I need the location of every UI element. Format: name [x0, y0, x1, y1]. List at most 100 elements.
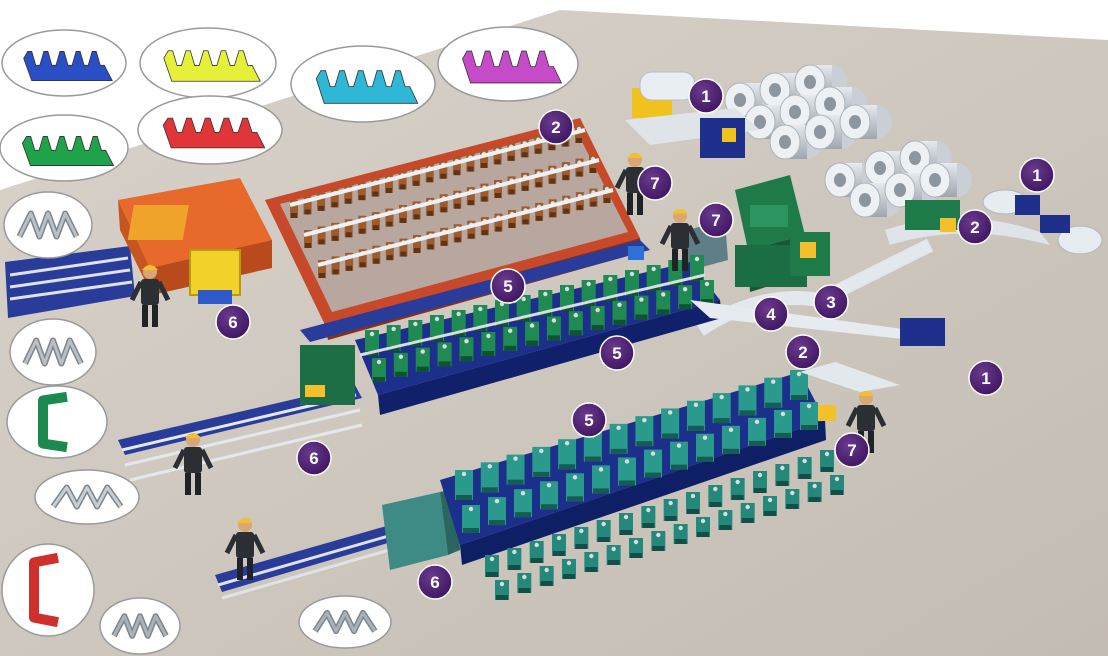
roller-stand: [480, 462, 499, 493]
roller-stand: [540, 481, 558, 510]
coil-storage: [724, 64, 972, 218]
roller-stand: [459, 337, 474, 362]
spare-roller-tooling: [619, 513, 633, 535]
roller-stand: [372, 358, 386, 382]
roller-stand: [646, 265, 661, 291]
roller-stand: [670, 441, 688, 470]
profile-thumbnail-cyan-deck-sheet: [290, 45, 436, 123]
roller-stand: [520, 139, 529, 158]
roller-stand: [774, 409, 792, 438]
roller-stand: [532, 446, 551, 477]
roller-stand: [548, 199, 557, 218]
profile-thumbnail-red-z-purlin: [1, 543, 95, 637]
roller-stand: [493, 146, 502, 165]
sheet-roll-forming-line-back: [5, 118, 650, 342]
step-marker-6: 6: [215, 304, 251, 340]
roller-stand: [603, 275, 618, 301]
spare-roller-tooling: [708, 485, 723, 507]
profile-thumbnail-steel-angle-profile: [99, 597, 181, 655]
spare-roller-tooling: [785, 489, 800, 509]
step-marker-5: 5: [599, 335, 635, 371]
roller-stand: [800, 402, 818, 430]
roller-stand: [644, 449, 662, 478]
spare-roller-tooling: [696, 517, 710, 537]
step-marker-label: 2: [551, 118, 560, 137]
operator-figure: [129, 265, 171, 327]
roller-stand: [635, 416, 654, 447]
operator-figure: [172, 433, 214, 495]
operator-figure: [224, 518, 266, 580]
profile-thumbnail-steel-omega-profile: [3, 191, 93, 259]
decoiler-top: [625, 71, 760, 158]
spare-roller-tooling: [539, 566, 554, 586]
roller-stand: [656, 290, 671, 315]
step-marker-label: 2: [970, 218, 979, 237]
step-marker-label: 5: [584, 411, 593, 430]
roller-stand: [534, 169, 543, 188]
step-marker-label: 7: [711, 211, 720, 230]
roller-stand: [488, 497, 506, 526]
roller-stand: [508, 210, 516, 228]
roller-stand: [494, 213, 503, 232]
profile-thumbnail-blue-corrugated-sheet: [1, 29, 127, 97]
steel-coil: [839, 104, 892, 140]
step-marker-label: 4: [766, 305, 776, 324]
operator-figure: [659, 209, 701, 271]
step-marker-1: 1: [688, 78, 724, 114]
roller-stand: [566, 473, 584, 502]
roller-stand: [393, 352, 408, 377]
step-marker-1: 1: [968, 360, 1004, 396]
spare-roller-tooling: [807, 482, 822, 502]
spare-roller-tooling: [552, 534, 566, 556]
roller-stand: [494, 180, 502, 198]
spare-roller-tooling: [641, 506, 656, 528]
roller-stand: [507, 176, 516, 195]
spare-roller-tooling: [663, 499, 678, 521]
spare-roller-tooling: [740, 503, 755, 523]
step-marker-label: 6: [228, 313, 237, 332]
spare-roller-tooling: [529, 541, 544, 563]
profile-thumbnail-yellow-trapezoid-sheet: [139, 27, 277, 99]
central-press-machine: [628, 175, 830, 292]
roller-stand: [521, 172, 530, 191]
roller-stand: [764, 377, 783, 408]
c-z-purlin-roll-forming-line-front: [215, 362, 900, 600]
roller-stand: [481, 332, 496, 356]
spare-roller-tooling: [507, 548, 522, 570]
roller-stand: [521, 206, 530, 225]
roller-stand: [548, 165, 557, 184]
roller-stand: [546, 316, 561, 341]
roller-stand: [462, 505, 480, 533]
step-marker-label: 7: [847, 441, 856, 460]
spare-roller-tooling: [718, 510, 733, 530]
step-marker-label: 5: [612, 344, 621, 363]
spare-roller-tooling: [775, 464, 790, 486]
roller-stand: [696, 433, 714, 462]
step-marker-label: 7: [650, 174, 659, 193]
roller-stand: [503, 326, 518, 351]
step-marker-1: 1: [1019, 157, 1055, 193]
step-marker-6: 6: [417, 564, 453, 600]
step-marker-7: 7: [637, 165, 673, 201]
roller-stand: [678, 285, 693, 310]
spare-roller-tooling: [830, 475, 844, 495]
spare-roller-tooling: [495, 580, 509, 600]
roller-stand: [525, 321, 540, 346]
step-marker-5: 5: [490, 268, 526, 304]
spare-roller-tooling: [673, 524, 688, 544]
cutoff-unit: [189, 249, 241, 296]
roller-stand: [480, 183, 489, 202]
roller-stand: [790, 370, 808, 400]
step-marker-7: 7: [834, 432, 870, 468]
roller-stand: [558, 439, 577, 470]
profile-thumbnail-red-corrugated-sheet: [137, 95, 283, 165]
roller-stand: [507, 142, 516, 161]
roller-stand: [590, 306, 605, 330]
roller-stand: [612, 300, 627, 325]
spare-roller-tooling: [606, 545, 621, 565]
profile-thumbnail-green-c-purlin: [6, 385, 108, 459]
roller-stand: [437, 342, 452, 367]
profile-thumbnail-perforated-cable-tray: [34, 469, 140, 525]
spare-roller-tooling: [584, 552, 599, 572]
roller-stand: [738, 385, 757, 416]
